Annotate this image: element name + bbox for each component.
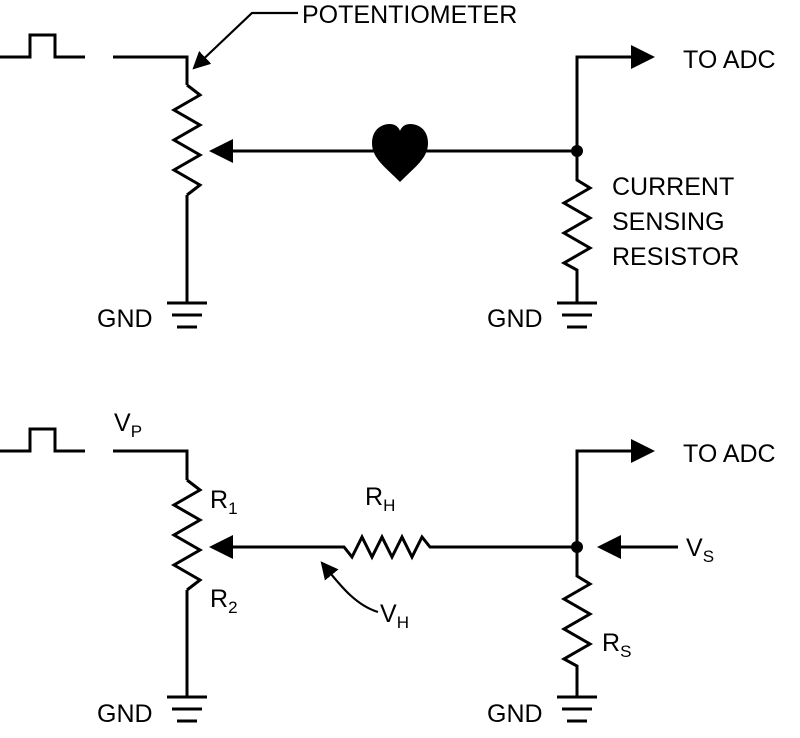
r2-label: R2 xyxy=(210,585,238,617)
bottom-pulse-signal xyxy=(0,427,85,453)
bottom-pot-input-wire xyxy=(113,449,189,480)
vh-curved-arrow xyxy=(320,561,379,614)
current-sensing-label-line3: RESISTOR xyxy=(612,243,739,271)
rs-resistor xyxy=(560,547,594,697)
top-adc-output-wire xyxy=(575,45,655,151)
potentiometer-label: POTENTIOMETER xyxy=(302,1,517,29)
current-sensing-label-line2: SENSING xyxy=(612,208,725,236)
current-sensing-resistor xyxy=(560,151,594,303)
bottom-circuit: VP R1 R2 RH VH TO ADC VS xyxy=(0,409,776,728)
top-to-adc-label: TO ADC xyxy=(683,46,776,74)
bottom-right-gnd-label: GND xyxy=(487,700,543,728)
top-pot-input-wire xyxy=(113,55,189,85)
top-left-gnd-label: GND xyxy=(97,305,153,333)
rs-label: RS xyxy=(602,629,631,661)
top-pulse-signal xyxy=(0,33,85,59)
top-right-gnd-label: GND xyxy=(487,305,543,333)
bottom-potentiometer-resistor xyxy=(170,478,204,592)
top-right-ground-symbol xyxy=(557,301,597,329)
heart-icon xyxy=(372,124,428,182)
top-circuit: POTENTIOMETER TO ADC CURRENT SENSING RES… xyxy=(0,1,776,333)
current-sensing-label-line1: CURRENT xyxy=(612,173,734,201)
top-potentiometer-resistor xyxy=(170,83,204,197)
bottom-to-adc-label: TO ADC xyxy=(683,440,776,468)
bottom-right-ground-symbol xyxy=(557,695,597,723)
rh-label: RH xyxy=(365,483,395,515)
bottom-adc-output-wire xyxy=(575,439,655,547)
bottom-left-ground-symbol xyxy=(167,695,207,723)
potentiometer-leader-arrow xyxy=(192,11,298,70)
bottom-left-gnd-label: GND xyxy=(97,700,153,728)
top-left-ground-symbol xyxy=(167,301,207,329)
r1-label: R1 xyxy=(210,486,238,518)
rh-wiper-wire xyxy=(209,533,577,561)
vp-label: VP xyxy=(114,409,142,441)
vs-label: VS xyxy=(686,534,714,566)
vh-label: VH xyxy=(380,600,409,632)
